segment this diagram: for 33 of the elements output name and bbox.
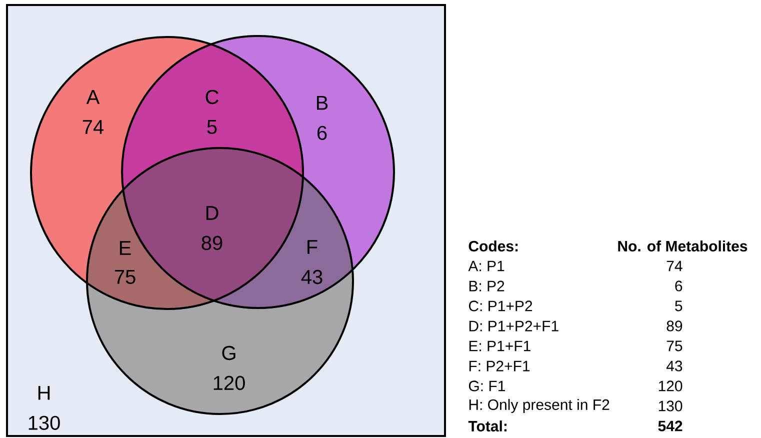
region-label: A 74 — [82, 90, 104, 134]
table-cell: Total: — [468, 420, 506, 432]
table-cell: 89 — [666, 320, 682, 332]
table-cell: A: P1 — [468, 260, 504, 272]
region-label: F — [308, 240, 318, 254]
region-label: G 120 — [214, 346, 245, 390]
region-label: D — [206, 206, 218, 220]
table-cell: 120 — [658, 380, 682, 392]
region-label: 89 — [202, 236, 222, 250]
table-cell: E: P1+F1 — [469, 340, 530, 352]
region-label: B 6 — [316, 96, 328, 140]
table-cell: 5 — [675, 300, 682, 312]
table-cell: Codes: — [468, 240, 518, 252]
table-cell: 6 — [675, 280, 682, 292]
table-cell: G: F1 — [468, 380, 505, 392]
venn-circle — [86, 147, 354, 415]
table-header: No. of Metabolites — [618, 240, 748, 252]
region-label: H 130 — [28, 386, 60, 430]
table-cell: B: P2 — [469, 280, 504, 292]
region-label: C — [206, 90, 218, 104]
table-cell: 542 — [658, 420, 682, 432]
table-cell: F: P2+F1 — [469, 360, 530, 372]
table-cell: H: Only present in F2 — [469, 399, 610, 413]
table-cell: 74 — [666, 260, 682, 272]
table-cell: C: P1+P2 — [468, 300, 532, 312]
region-label: 75 — [114, 270, 136, 284]
region-label: E — [120, 241, 131, 255]
table-cell: D: P1+P2+F1 — [469, 320, 558, 332]
region-label: 5 — [207, 120, 217, 134]
table-cell: 75 — [666, 340, 682, 352]
region-label: 43 — [301, 270, 322, 284]
table-cell: 130 — [658, 400, 682, 412]
table-cell: 43 — [666, 360, 682, 372]
